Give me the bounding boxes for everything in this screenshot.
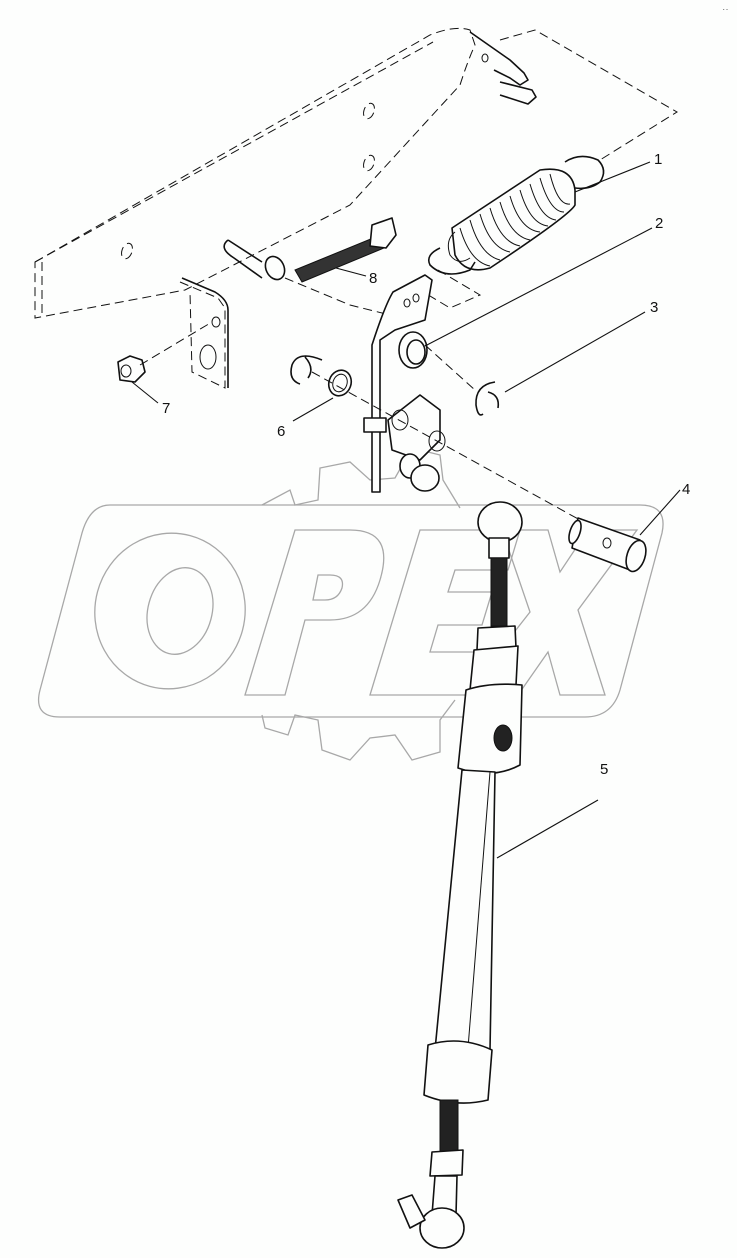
callout-1: 1 bbox=[574, 151, 662, 193]
callout-2: 2 bbox=[424, 215, 663, 347]
callout-3: 3 bbox=[504, 299, 658, 393]
part-3-clip bbox=[424, 344, 500, 416]
mounting-plate bbox=[179, 277, 229, 389]
corner-mark: ‥ bbox=[722, 2, 729, 13]
callout-6: 6 bbox=[277, 397, 334, 440]
opex-watermark bbox=[37, 447, 664, 761]
callout-5: 5 bbox=[496, 761, 608, 859]
part-7-nut bbox=[117, 321, 213, 383]
frame-bracket bbox=[34, 27, 678, 319]
callout-7: 7 bbox=[131, 381, 170, 417]
svg-text:6: 6 bbox=[277, 423, 285, 440]
part-5-strut bbox=[397, 501, 523, 1249]
svg-text:2: 2 bbox=[655, 215, 663, 232]
svg-text:7: 7 bbox=[162, 400, 170, 417]
svg-text:1: 1 bbox=[654, 151, 662, 168]
callout-8: 8 bbox=[335, 267, 377, 287]
svg-text:8: 8 bbox=[369, 270, 377, 287]
svg-text:5: 5 bbox=[600, 761, 608, 778]
svg-text:4: 4 bbox=[682, 481, 690, 498]
part-4-pin bbox=[568, 517, 647, 573]
callout-4: 4 bbox=[639, 481, 690, 536]
part-1-spring bbox=[427, 155, 605, 275]
part-8-bolt bbox=[223, 217, 411, 321]
svg-text:3: 3 bbox=[650, 299, 658, 316]
part-2-lever bbox=[363, 274, 446, 493]
part-6-clip-washer bbox=[290, 355, 581, 521]
